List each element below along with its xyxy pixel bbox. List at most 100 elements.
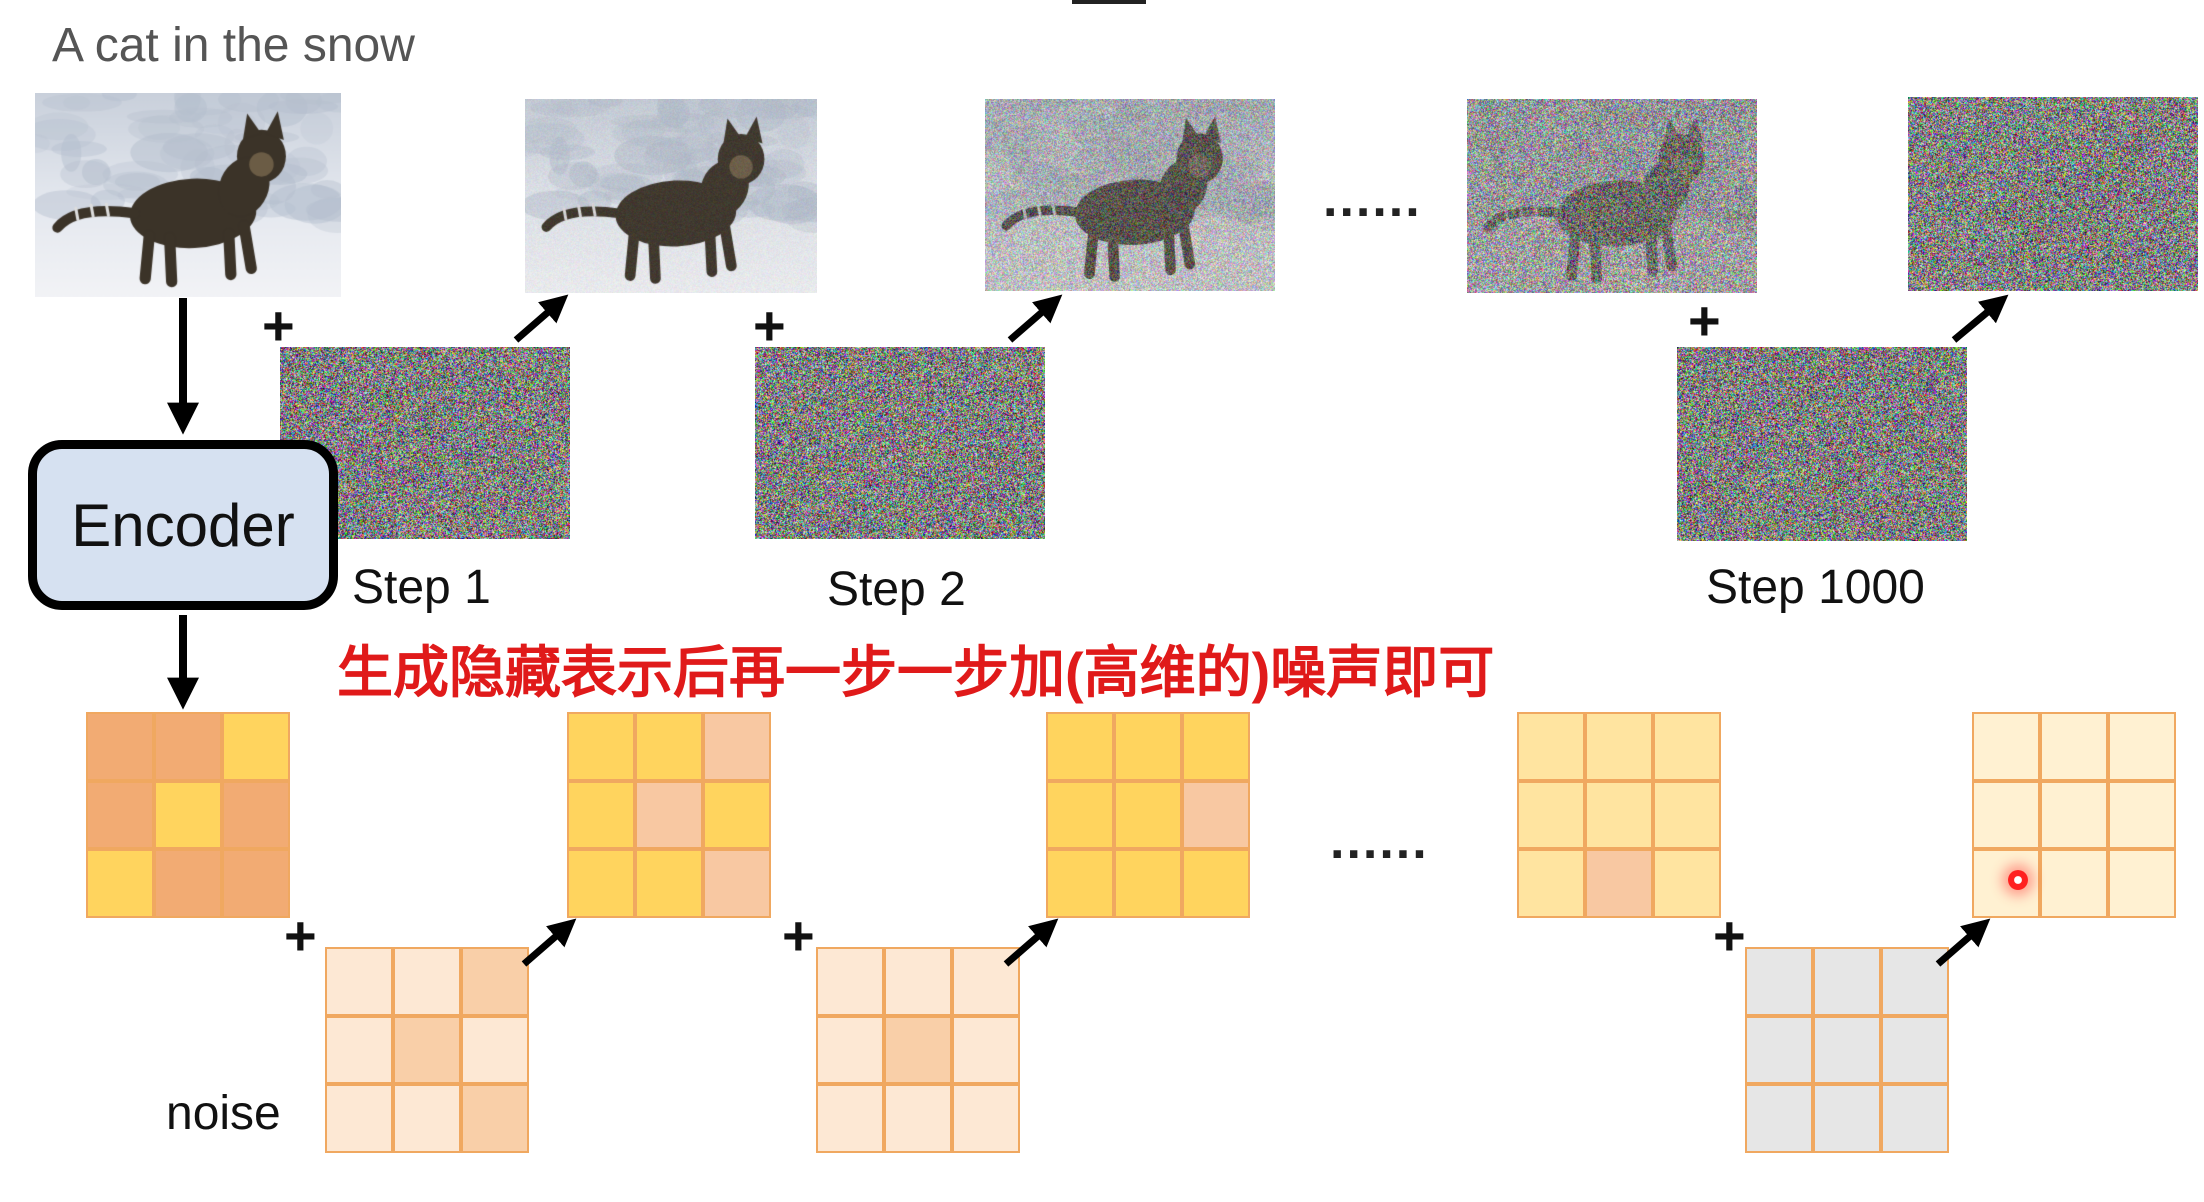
grid-cell — [2108, 712, 2176, 781]
grid-cell — [703, 780, 771, 850]
grid-cell — [461, 1015, 529, 1085]
grid-cell — [325, 947, 393, 1016]
grid-cell — [1653, 849, 1721, 918]
step-1000-label: Step 1000 — [1706, 561, 1925, 614]
grid-cell — [1653, 780, 1721, 850]
cat-photo-original — [35, 93, 341, 297]
grid-cell — [952, 947, 1020, 1016]
grid-cell — [1972, 712, 2040, 781]
grid-cell — [1114, 780, 1182, 850]
plus-icon: + — [753, 294, 786, 357]
plus-icon: + — [1713, 904, 1746, 967]
grid-cell — [1972, 780, 2040, 850]
arrow-icon — [1003, 918, 1059, 967]
arrow-icon — [1007, 294, 1063, 343]
grid-cell — [2108, 780, 2176, 850]
grid-cell — [2040, 712, 2108, 781]
grid-cell — [1182, 712, 1250, 781]
grid-cell — [461, 1084, 529, 1153]
grid-cell — [816, 1084, 884, 1153]
cat-photo-step2 — [985, 99, 1275, 291]
cursor-dot-icon — [2008, 870, 2028, 890]
grid-cell — [2040, 780, 2108, 850]
grid-cell — [1585, 780, 1653, 850]
ellipsis-bottom: ...... — [1330, 812, 1429, 870]
grid-cell — [703, 712, 771, 781]
noise-label: noise — [166, 1087, 281, 1140]
noise-grid-step2 — [816, 947, 1020, 1153]
grid-cell — [1517, 849, 1585, 918]
latent-grid-step999 — [1517, 712, 1721, 918]
grid-cell — [567, 712, 635, 781]
grid-cell — [222, 849, 290, 918]
grid-cell — [461, 947, 529, 1016]
step-1-label: Step 1 — [352, 561, 491, 614]
grid-cell — [1745, 1015, 1813, 1085]
grid-cell — [1046, 780, 1114, 850]
arrow-icon — [513, 294, 569, 343]
grid-cell — [86, 712, 154, 781]
grid-cell — [1972, 849, 2040, 918]
step-2-label: Step 2 — [827, 563, 966, 616]
chinese-caption: 生成隐藏表示后再一步一步加(高维的)噪声即可 — [337, 641, 1495, 704]
pure-noise-image — [1908, 97, 2198, 291]
latent-grid-original — [86, 712, 290, 918]
plus-icon: + — [782, 904, 815, 967]
encoder-label: Encoder — [71, 491, 295, 559]
grid-cell — [222, 712, 290, 781]
grid-cell — [1182, 849, 1250, 918]
arrow-icon — [1951, 294, 2009, 343]
noise-image-step1000 — [1677, 347, 1967, 541]
cat-photo-step999 — [1467, 99, 1757, 293]
arrow-icon — [1935, 918, 1991, 967]
grid-cell — [393, 1084, 461, 1153]
grid-cell — [1046, 712, 1114, 781]
grid-cell — [884, 947, 952, 1016]
grid-cell — [816, 947, 884, 1016]
grid-cell — [1881, 1015, 1949, 1085]
grid-cell — [2108, 849, 2176, 918]
grid-cell — [1585, 712, 1653, 781]
grid-cell — [86, 849, 154, 918]
grid-cell — [1585, 849, 1653, 918]
encoder-box: Encoder — [28, 440, 338, 610]
latent-grid-step1 — [567, 712, 771, 918]
grid-cell — [1881, 947, 1949, 1016]
grid-cell — [1745, 947, 1813, 1016]
grid-cell — [884, 1084, 952, 1153]
grid-cell — [952, 1015, 1020, 1085]
grid-cell — [1114, 712, 1182, 781]
grid-cell — [816, 1015, 884, 1085]
grid-cell — [952, 1084, 1020, 1153]
grid-cell — [635, 849, 703, 918]
grid-cell — [325, 1015, 393, 1085]
top-edge-marker — [1072, 0, 1146, 4]
grid-cell — [325, 1084, 393, 1153]
plus-icon: + — [262, 294, 295, 357]
latent-grid-step1000 — [1972, 712, 2176, 918]
grid-cell — [154, 712, 222, 781]
grid-cell — [86, 780, 154, 850]
grid-cell — [2040, 849, 2108, 918]
cat-photo-step1 — [525, 99, 817, 293]
noise-grid-step1000 — [1745, 947, 1949, 1153]
grid-cell — [393, 947, 461, 1016]
image-caption: A cat in the snow — [52, 19, 415, 72]
grid-cell — [1653, 712, 1721, 781]
grid-cell — [884, 1015, 952, 1085]
grid-cell — [1813, 1084, 1881, 1153]
noise-grid-step1 — [325, 947, 529, 1153]
arrow-icon — [521, 918, 577, 967]
grid-cell — [154, 780, 222, 850]
grid-cell — [1813, 947, 1881, 1016]
plus-icon: + — [284, 904, 317, 967]
grid-cell — [1182, 780, 1250, 850]
grid-cell — [393, 1015, 461, 1085]
plus-icon: + — [1688, 289, 1721, 352]
grid-cell — [1046, 849, 1114, 918]
grid-cell — [567, 849, 635, 918]
grid-cell — [222, 780, 290, 850]
grid-cell — [1114, 849, 1182, 918]
grid-cell — [703, 849, 771, 918]
